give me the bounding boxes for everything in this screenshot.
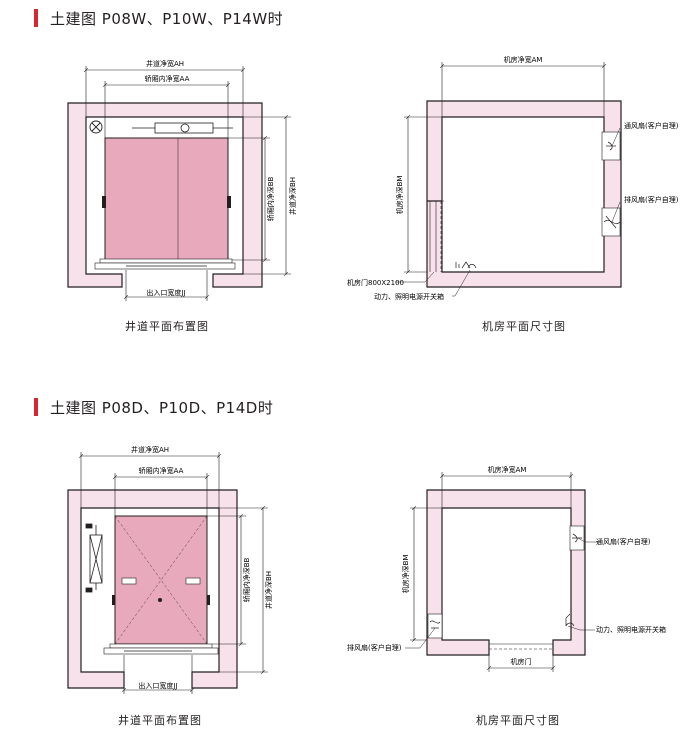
caption-machine-room: 机房平面尺寸图 bbox=[476, 714, 560, 727]
label-hoistway-width: 井道净宽AH bbox=[146, 59, 184, 68]
elevator-car-2 bbox=[103, 515, 219, 655]
section-heading-2: 土建图 P08D、P10D、P14D时 bbox=[34, 397, 273, 417]
label-entrance-width: 出入口宽度JJ bbox=[138, 681, 177, 690]
label-car-width: 轿厢内净宽AA bbox=[145, 74, 190, 83]
label-shaft-depth: 井道净深BH bbox=[264, 571, 273, 609]
switchbox-icon-2 bbox=[565, 613, 575, 627]
label-hoistway-width: 井道净宽AH bbox=[131, 445, 169, 454]
label-car-width: 轿厢内净宽AA bbox=[139, 466, 184, 475]
label-door: 机房门800X2100 bbox=[347, 278, 404, 287]
dimension-room-depth bbox=[404, 117, 442, 272]
section-accent-bar bbox=[34, 398, 38, 416]
label-shaft-depth: 井道净深BH bbox=[288, 177, 297, 215]
governor-icon bbox=[89, 120, 103, 134]
label-exhaust-fan: 排风扇(客户自理) bbox=[347, 643, 402, 652]
counterweight bbox=[132, 122, 233, 134]
dimension-shaft-depth bbox=[243, 117, 291, 274]
section-heading-1: 土建图 P08W、P10W、P14W时 bbox=[34, 8, 283, 28]
label-room-depth: 机房净深BM bbox=[395, 176, 404, 215]
counterweight-2 bbox=[85, 523, 103, 593]
dimension-hoistway-width-2 bbox=[81, 452, 219, 508]
section-title: 土建图 P08D、P10D、P14D时 bbox=[50, 398, 274, 417]
dimension-car-depth-2 bbox=[207, 516, 246, 644]
dimension-car-width bbox=[105, 81, 228, 138]
section-title: 土建图 P08W、P10W、P14W时 bbox=[50, 9, 284, 28]
machine-room-door-2 bbox=[489, 643, 553, 650]
caption-machine-room: 机房平面尺寸图 bbox=[482, 320, 566, 333]
label-switchbox: 动力、照明电源开关箱 bbox=[374, 292, 444, 301]
label-room-width: 机房净宽AM bbox=[488, 465, 527, 474]
dimension-entrance-width-2 bbox=[124, 655, 192, 694]
section-accent-bar bbox=[34, 9, 38, 27]
label-vent-fan: 通风扇(客户自理) bbox=[596, 537, 651, 546]
machine-room-walls-2 bbox=[426, 489, 586, 656]
callout-leaders-2 bbox=[405, 537, 600, 649]
vent-fan-icon-2 bbox=[572, 533, 582, 543]
dimension-door-width bbox=[489, 655, 553, 672]
elevator-car bbox=[94, 137, 236, 270]
dimension-room-width-2 bbox=[442, 472, 571, 508]
machine-room-walls bbox=[426, 100, 622, 288]
label-switchbox: 动力、照明电源开关箱 bbox=[596, 625, 666, 634]
dimension-car-width-2 bbox=[115, 473, 207, 516]
label-door: 机房门 bbox=[511, 657, 532, 666]
machine-room-door bbox=[427, 200, 444, 272]
caption-hoistway: 井道平面布置图 bbox=[118, 714, 202, 727]
caption-hoistway: 井道平面布置图 bbox=[125, 320, 209, 333]
dimension-car-depth bbox=[228, 138, 270, 260]
label-room-depth: 机房净深BM bbox=[401, 555, 410, 594]
switchbox-icon bbox=[455, 261, 477, 269]
label-vent-fan: 通风扇(客户自理) bbox=[624, 121, 679, 130]
label-room-width: 机房净宽AM bbox=[504, 55, 543, 64]
label-entrance-width: 出入口宽度JJ bbox=[146, 288, 185, 297]
callout-leaders bbox=[395, 127, 621, 297]
dimension-entrance-width bbox=[126, 270, 207, 301]
dimension-room-width bbox=[442, 62, 604, 117]
label-car-depth: 轿厢内净深BB bbox=[266, 177, 275, 222]
label-exhaust-fan: 排风扇(客户自理) bbox=[624, 195, 679, 204]
dimension-shaft-depth-2 bbox=[219, 508, 268, 672]
dimension-room-depth-2 bbox=[410, 508, 442, 640]
dimension-hoistway-width bbox=[86, 66, 243, 117]
label-car-depth: 轿厢内净深BB bbox=[242, 558, 251, 603]
